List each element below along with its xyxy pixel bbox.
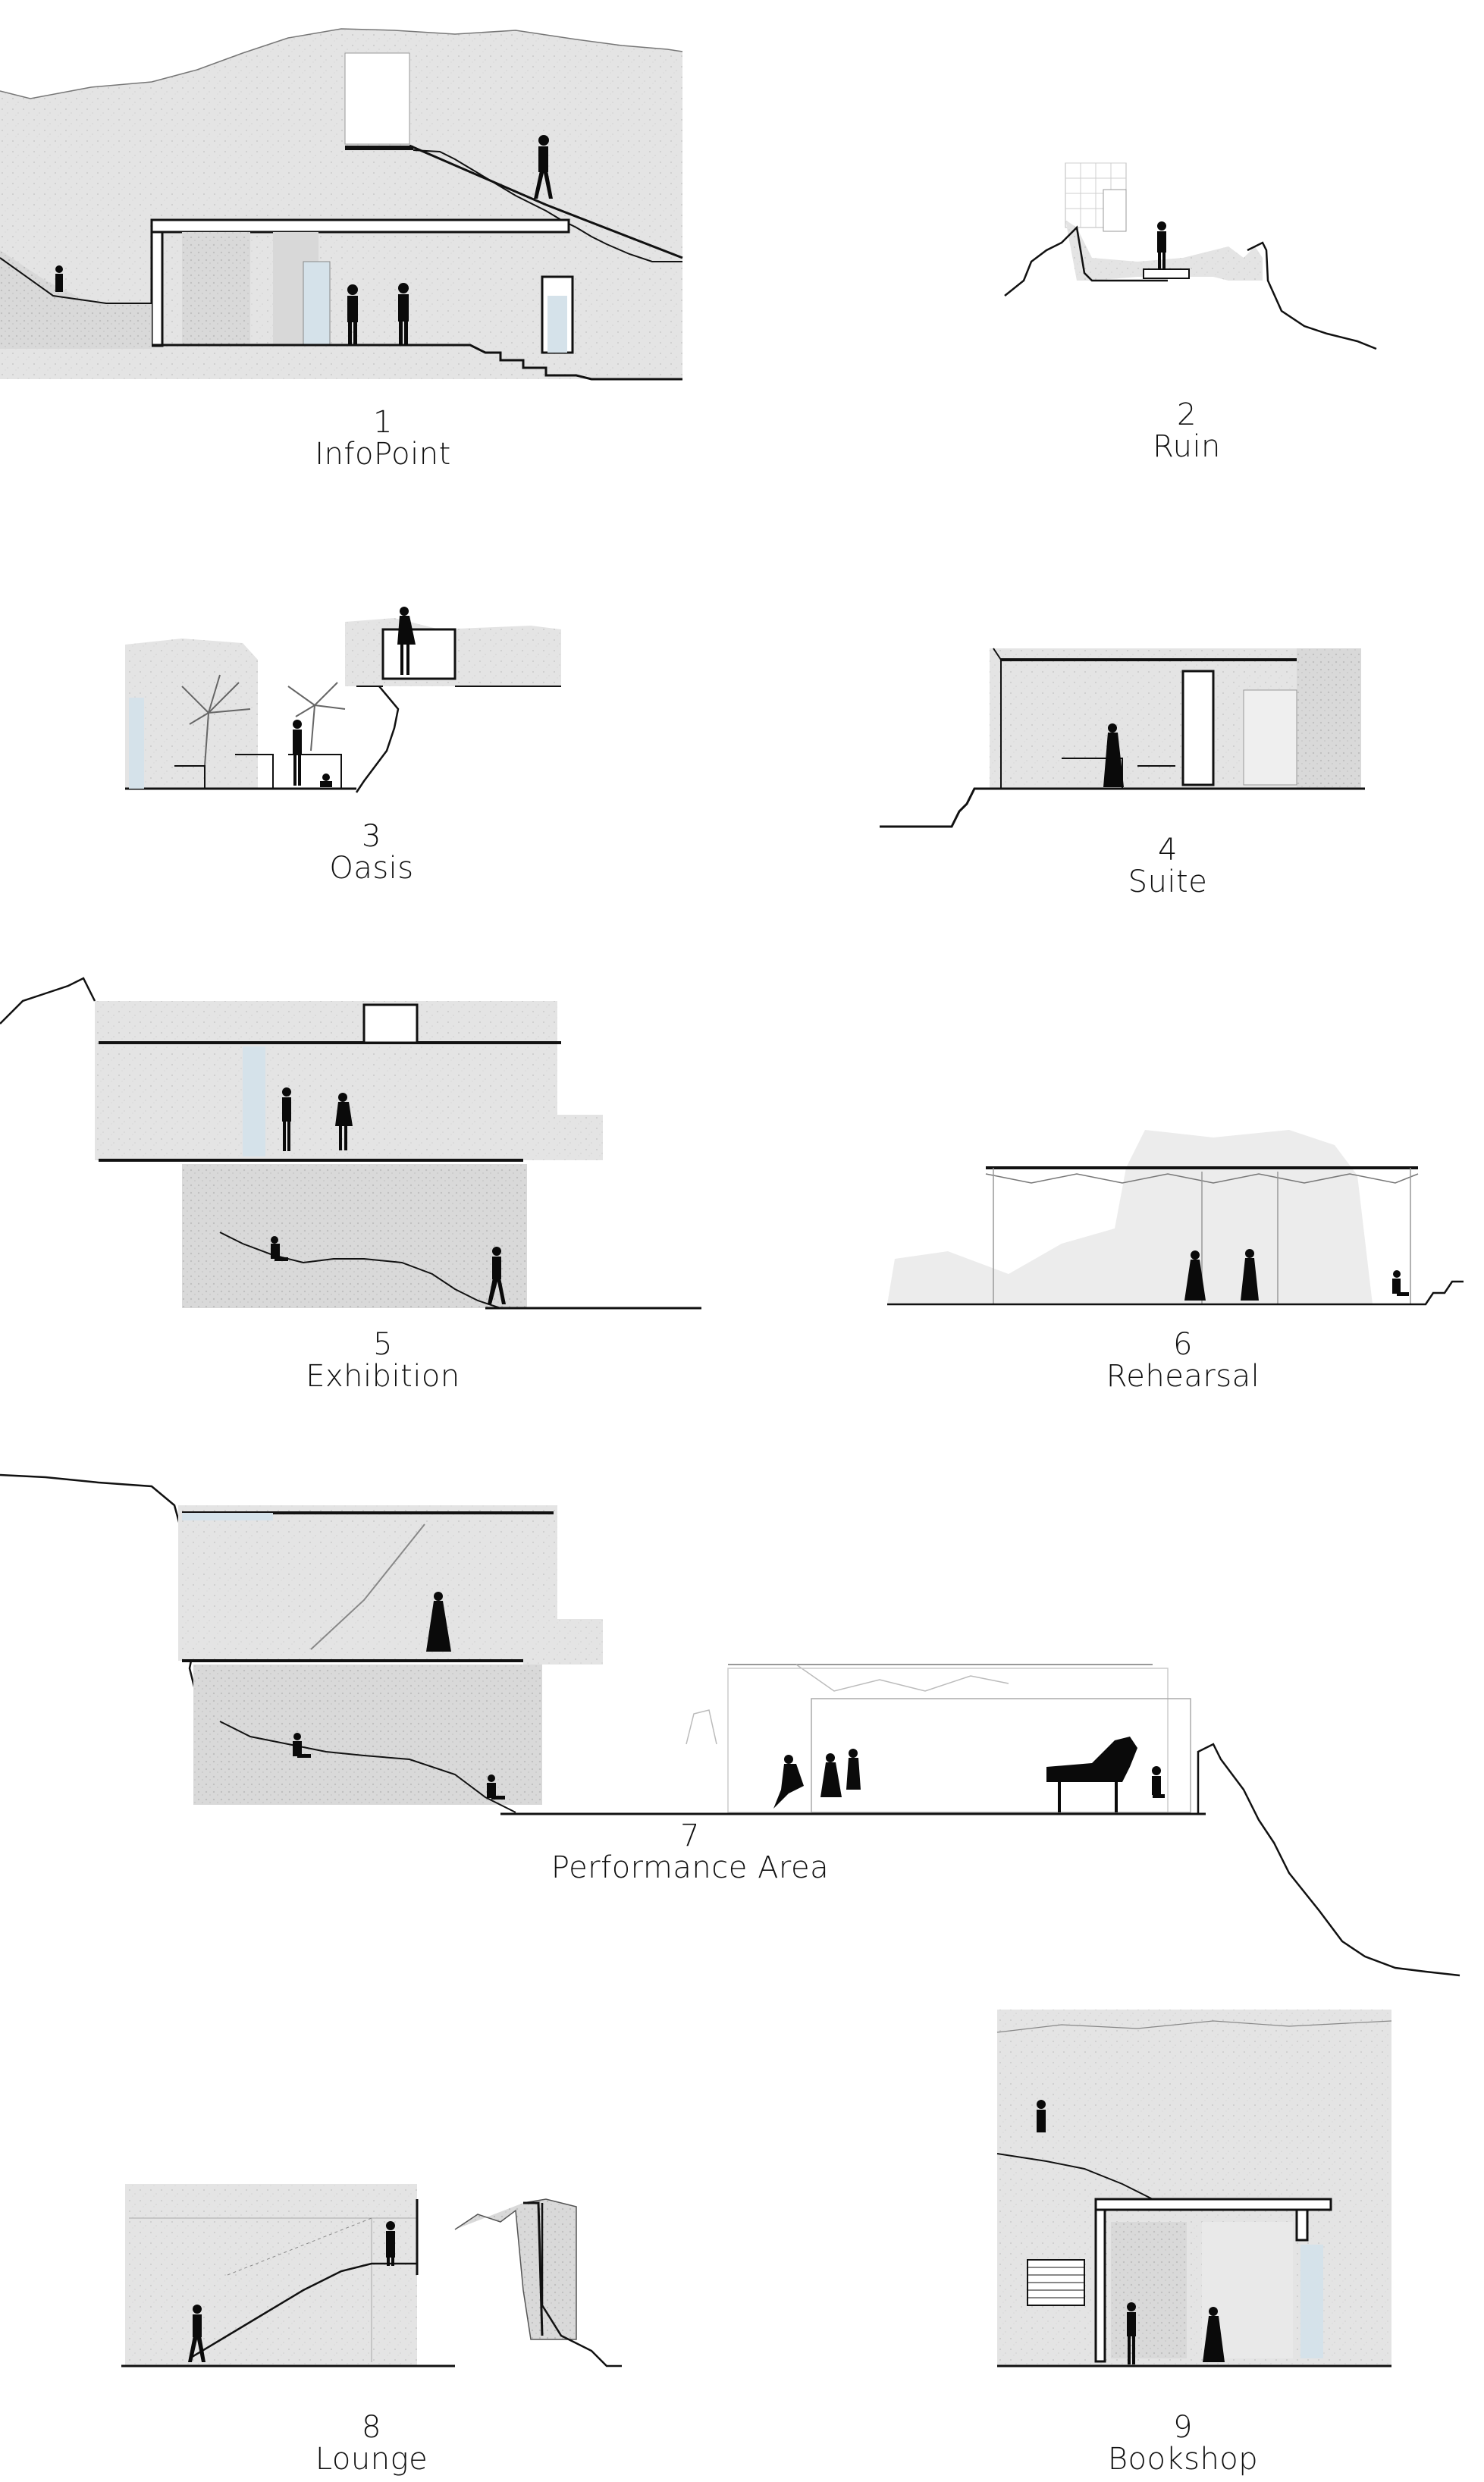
section-2-ruin-drawing [1004, 162, 1377, 350]
section-number: 2 [1177, 397, 1197, 432]
section-5-exhibition-drawing [0, 977, 701, 1310]
section-caption-infopoint: 1 InfoPoint [281, 406, 485, 470]
figure-icon [1103, 723, 1124, 787]
section-9-bookshop-drawing [996, 2010, 1392, 2367]
section-name: Oasis [329, 851, 414, 886]
figure-icon [293, 607, 416, 787]
section-number: 8 [362, 2410, 381, 2445]
figure-icon [1037, 2100, 1225, 2364]
section-caption-exhibition: 5 Exhibition [284, 1329, 482, 1392]
section-number: 3 [362, 819, 381, 854]
figure-icon [271, 1087, 506, 1304]
figure-icon [188, 2221, 395, 2362]
section-name: InfoPoint [315, 437, 451, 472]
section-caption-bookshop: 9 Bookshop [1084, 2411, 1282, 2475]
figure-icon [293, 1592, 1165, 1809]
section-number: 9 [1173, 2410, 1193, 2445]
section-caption-rehearsal: 6 Rehearsal [1084, 1329, 1282, 1392]
section-number: 7 [680, 1818, 700, 1853]
section-number: 6 [1173, 1327, 1193, 1362]
grand-piano-icon [1046, 1737, 1137, 1812]
section-name: Rehearsal [1106, 1359, 1260, 1394]
section-3-oasis-drawing [125, 607, 561, 793]
section-1-infopoint-drawing [0, 28, 683, 381]
section-number: 1 [373, 405, 393, 440]
section-name: Lounge [315, 2442, 428, 2477]
section-8-lounge-drawing [121, 2184, 622, 2367]
section-name: Ruin [1153, 429, 1221, 464]
palm-tree-icon [181, 674, 346, 767]
section-7-performance-area-drawing [0, 1473, 1460, 1977]
section-name: Bookshop [1107, 2442, 1259, 2477]
section-caption-ruin: 2 Ruin [1084, 399, 1289, 463]
section-caption-lounge: 8 Lounge [273, 2411, 470, 2475]
section-caption-suite: 4 Suite [1069, 834, 1266, 898]
section-number: 4 [1158, 833, 1178, 868]
figure-icon [55, 135, 553, 345]
figure-icon [1157, 221, 1166, 270]
section-number: 5 [373, 1327, 393, 1362]
figure-icon [1184, 1249, 1409, 1301]
section-name: Exhibition [306, 1359, 460, 1394]
section-caption-oasis: 3 Oasis [273, 821, 470, 884]
section-name: Performance Area [551, 1850, 830, 1885]
section-name: Suite [1128, 864, 1208, 899]
section-caption-performance-area: 7 Performance Area [531, 1820, 849, 1884]
section-6-rehearsal-drawing [887, 1130, 1464, 1306]
section-4-suite-drawing [880, 648, 1365, 828]
